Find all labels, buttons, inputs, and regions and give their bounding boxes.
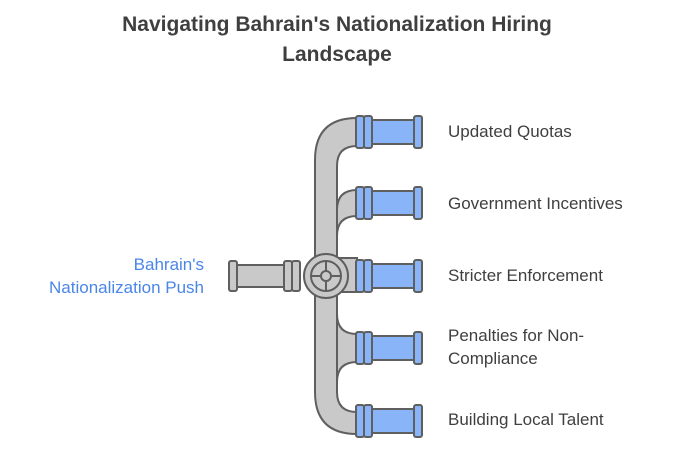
branch-pipe-1 <box>355 115 423 149</box>
branch-label-updated-quotas: Updated Quotas <box>448 120 572 143</box>
branch-label-5-line-1: Building Local Talent <box>448 410 604 429</box>
branch-label-building-local-talent: Building Local Talent <box>448 408 604 431</box>
branch-label-3-line-1: Stricter Enforcement <box>448 266 603 285</box>
branch-pipe-3 <box>355 259 423 293</box>
valve-wheel-icon <box>303 253 349 299</box>
branch-label-2-line-1: Government Incentives <box>448 194 623 213</box>
connector-stub-4 <box>336 313 358 383</box>
connector-stub-2 <box>336 188 358 237</box>
branch-label-government-incentives: Government Incentives <box>448 192 623 215</box>
branch-label-4-line-2: Compliance <box>448 349 538 368</box>
branch-pipe-2 <box>355 186 423 220</box>
diagram-title: Navigating Bahrain's Nationalization Hir… <box>0 10 674 70</box>
branch-label-penalties: Penalties for Non- Compliance <box>448 324 584 370</box>
title-line-2: Landscape <box>282 43 392 66</box>
branch-pipe-5 <box>355 404 423 438</box>
source-label: Bahrain's Nationalization Push <box>0 253 204 299</box>
source-label-line-2: Nationalization Push <box>49 278 204 297</box>
branch-label-4-line-1: Penalties for Non- <box>448 326 585 345</box>
branch-label-1-line-1: Updated Quotas <box>448 122 572 141</box>
source-pipe <box>228 260 301 292</box>
title-line-1: Navigating Bahrain's Nationalization Hir… <box>122 13 552 36</box>
branch-pipe-4 <box>355 331 423 365</box>
branch-label-stricter-enforcement: Stricter Enforcement <box>448 264 603 287</box>
source-label-line-1: Bahrain's <box>133 255 204 274</box>
